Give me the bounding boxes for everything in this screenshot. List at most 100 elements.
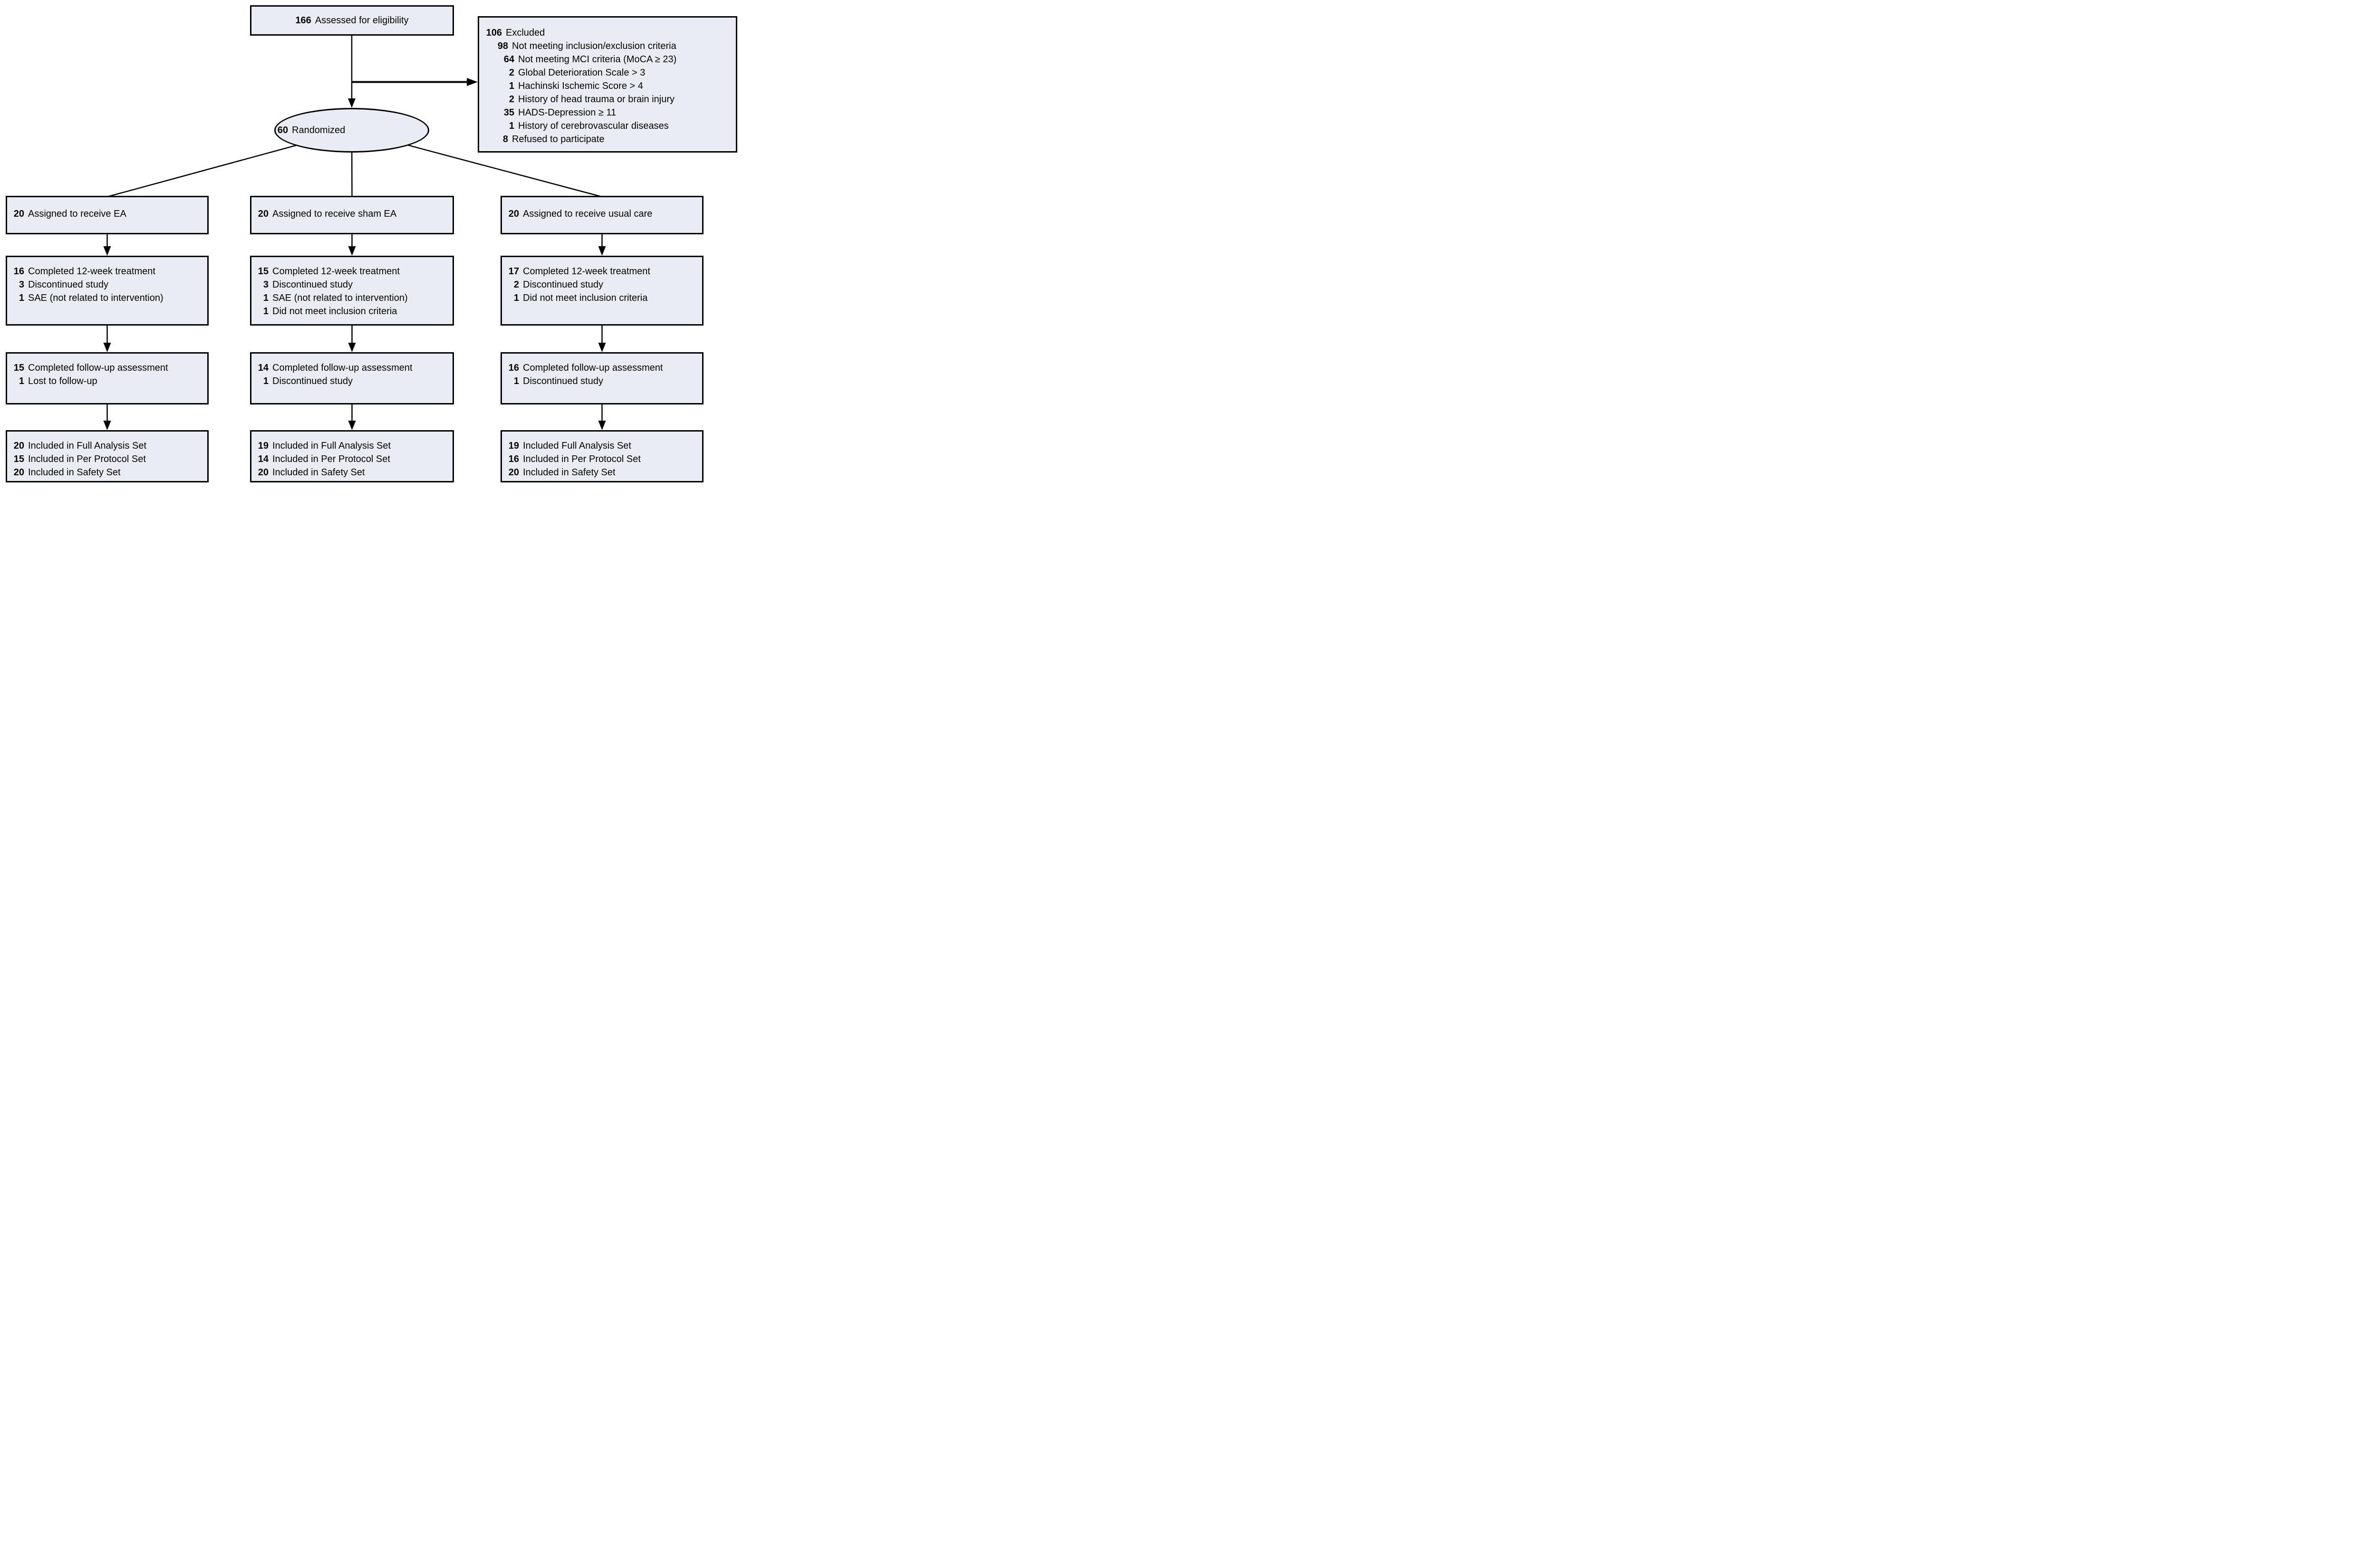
count-value: 16 xyxy=(508,454,519,464)
flow-line-label: Included in Per Protocol Set xyxy=(523,454,641,464)
count-value: 15 xyxy=(13,454,24,464)
flow-line: 60 Randomized xyxy=(276,124,428,137)
flow-line: 20 Included in Safety Set xyxy=(507,466,697,479)
count-value: 19 xyxy=(508,441,519,451)
count-value: 19 xyxy=(258,441,269,451)
count-value: 15 xyxy=(13,363,24,373)
count-value: 14 xyxy=(258,454,269,464)
count-value: 1 xyxy=(19,293,24,303)
flow-line-label: Lost to follow-up xyxy=(28,376,97,386)
count-value: 2 xyxy=(509,67,514,78)
count-value: 20 xyxy=(258,467,269,478)
arrowhead-right-excluded xyxy=(467,78,478,86)
flow-line: 2 Discontinued study xyxy=(507,278,697,291)
flow-line: 20 Included in Full Analysis Set xyxy=(12,439,202,452)
flow-line-label: Included in Safety Set xyxy=(28,467,121,478)
flow-line-label: History of cerebrovascular diseases xyxy=(518,121,669,131)
flow-line-label: Completed 12-week treatment xyxy=(523,266,650,277)
flow-line-label: Completed 12-week treatment xyxy=(28,266,155,277)
flow-line-label: Discontinued study xyxy=(523,279,603,290)
flow-line: 15 Completed follow-up assessment xyxy=(12,361,202,375)
flow-line-label: Discontinued study xyxy=(272,376,353,386)
flow-line-label: History of head trauma or brain injury xyxy=(518,94,675,105)
count-value: 1 xyxy=(263,376,269,386)
count-value: 16 xyxy=(508,363,519,373)
count-value: 20 xyxy=(13,467,24,478)
flow-line-label: Did not meet inclusion criteria xyxy=(272,306,397,317)
count-value: 20 xyxy=(13,209,24,219)
flow-line-label: Excluded xyxy=(506,28,545,38)
flow-line: 16 Completed 12-week treatment xyxy=(12,265,202,278)
count-value: 2 xyxy=(509,94,514,105)
flow-line-label: Assessed for eligibility xyxy=(315,15,409,26)
flow-line-label: HADS-Depression ≥ 11 xyxy=(518,107,617,118)
flow-line-label: Completed 12-week treatment xyxy=(272,266,400,277)
box-assigned-ea: 20 Assigned to receive EA xyxy=(6,196,209,234)
flow-line: 19 Included Full Analysis Set xyxy=(507,439,697,452)
flow-line-label: Included in Full Analysis Set xyxy=(28,441,147,451)
count-value: 60 xyxy=(277,125,288,135)
count-value: 2 xyxy=(513,279,519,290)
flow-line-label: Discontinued study xyxy=(523,376,603,386)
flow-line-label: SAE (not related to intervention) xyxy=(28,293,164,303)
flow-line-label: Included in Safety Set xyxy=(523,467,616,478)
flow-line-label: Randomized xyxy=(292,125,346,135)
count-value: 166 xyxy=(295,15,311,26)
count-value: 20 xyxy=(13,441,24,451)
flow-line: 166 Assessed for eligibility xyxy=(251,14,453,27)
flow-line-label: Included in Per Protocol Set xyxy=(272,454,390,464)
count-value: 98 xyxy=(497,41,508,51)
count-value: 106 xyxy=(486,28,502,38)
flow-line-label: Included in Safety Set xyxy=(272,467,365,478)
flow-line: 2 History of head trauma or brain injury xyxy=(485,93,731,106)
flow-line-label: Global Deterioration Scale > 3 xyxy=(518,67,646,78)
flow-line-label: Discontinued study xyxy=(28,279,108,290)
flow-line-label: Not meeting inclusion/exclusion criteria xyxy=(512,41,676,51)
count-value: 64 xyxy=(503,54,514,65)
count-value: 16 xyxy=(13,266,24,277)
box-treatment-ea: 16 Completed 12-week treatment 3 Discontinu… xyxy=(6,256,209,326)
count-value: 1 xyxy=(263,293,269,303)
flow-line-label: Completed follow-up assessment xyxy=(272,363,413,373)
flow-line: 1 SAE (not related to intervention) xyxy=(12,291,202,305)
count-value: 20 xyxy=(508,467,519,478)
flow-line-label: Completed follow-up assessment xyxy=(28,363,168,373)
count-value: 1 xyxy=(263,306,269,317)
flow-line-label: Discontinued study xyxy=(272,279,353,290)
flow-line: 106 Excluded xyxy=(485,26,731,39)
flow-line: 15 Included in Per Protocol Set xyxy=(12,452,202,466)
flow-line: 3 Discontinued study xyxy=(12,278,202,291)
flow-line-label: Included Full Analysis Set xyxy=(523,441,631,451)
count-value: 3 xyxy=(19,279,24,290)
flow-line: 98 Not meeting inclusion/exclusion criter… xyxy=(485,39,731,53)
count-value: 1 xyxy=(19,376,24,386)
flow-line-label: Included in Per Protocol Set xyxy=(28,454,146,464)
flow-line: 20 Included in Safety Set xyxy=(12,466,202,479)
flow-line-label: Assigned to receive EA xyxy=(28,209,126,219)
count-value: 20 xyxy=(508,209,519,219)
arrowhead-down-randomized xyxy=(348,98,356,108)
